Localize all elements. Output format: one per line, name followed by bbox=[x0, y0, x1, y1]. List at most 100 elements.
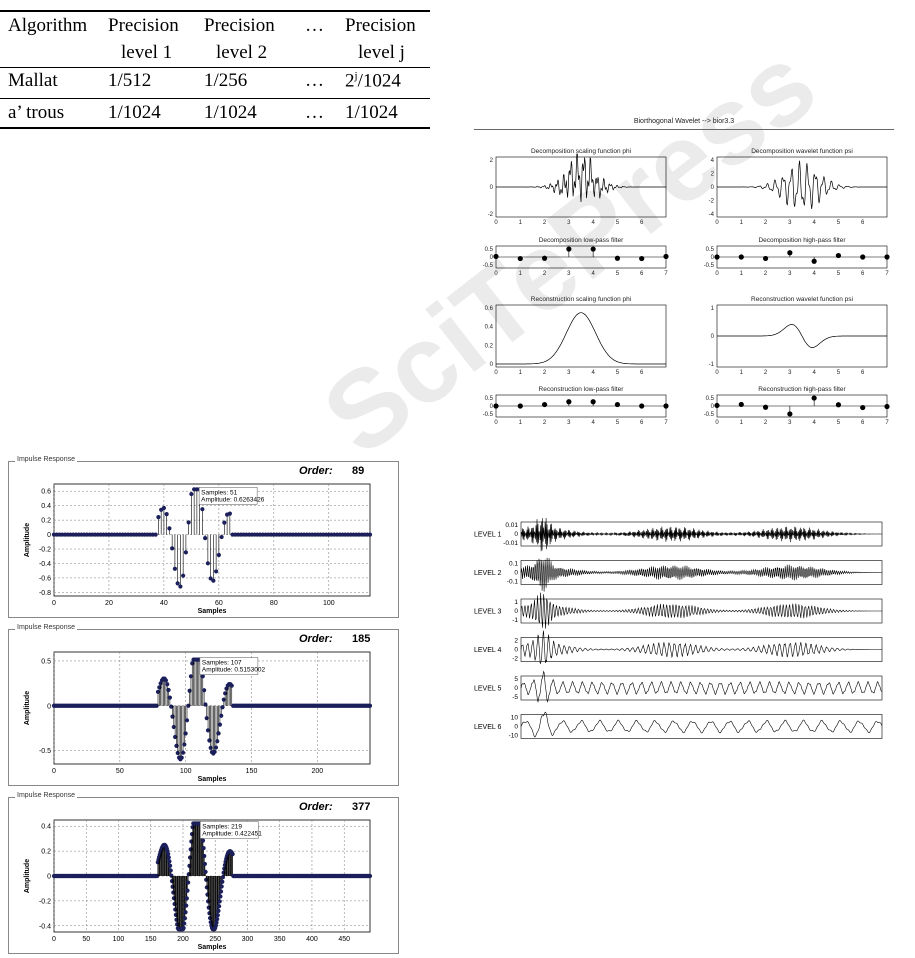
x-tick-label: 6 bbox=[861, 420, 865, 426]
y-tick-label: 0 bbox=[514, 531, 518, 538]
impulse-marker bbox=[215, 739, 220, 744]
x-tick-label: 0 bbox=[715, 420, 719, 426]
tooltip-amplitude: Amplitude: 0.5153002 bbox=[202, 667, 266, 674]
level-plot: LEVEL 310-1 bbox=[474, 592, 883, 629]
level-plot: LEVEL 550-5 bbox=[474, 670, 883, 703]
x-tick-label: 1 bbox=[740, 271, 744, 277]
stem-marker bbox=[811, 258, 817, 264]
impulse-marker bbox=[219, 713, 224, 718]
x-tick-label: 5 bbox=[837, 420, 841, 426]
y-tick-label: 2 bbox=[514, 638, 518, 645]
x-tick-label: 5 bbox=[837, 220, 841, 226]
y-axis-label: Amplitude bbox=[24, 691, 31, 725]
x-tick-label: 6 bbox=[640, 420, 644, 426]
y-tick-label: -4 bbox=[709, 212, 715, 218]
level-label: LEVEL 5 bbox=[474, 686, 501, 693]
panel-title: Impulse Response bbox=[15, 792, 77, 799]
stem-marker bbox=[738, 401, 744, 408]
level-plot: LEVEL 20.10-0.1 bbox=[474, 557, 883, 592]
impulse-marker bbox=[189, 491, 194, 497]
function-curve bbox=[717, 324, 887, 348]
impulse-marker bbox=[163, 678, 169, 683]
subplot-title: Reconstruction low-pass filter bbox=[539, 386, 625, 393]
x-tick-label: 400 bbox=[306, 936, 318, 943]
stem-marker bbox=[835, 402, 842, 408]
y-tick-label: -0.4 bbox=[39, 561, 51, 568]
impulse-marker bbox=[164, 511, 169, 517]
x-tick-label: 3 bbox=[567, 370, 571, 376]
y-tick-label: 0 bbox=[490, 362, 494, 368]
table-header-levelj: Precision bbox=[345, 15, 416, 36]
table-cell-level1: 1/1024 bbox=[108, 102, 161, 123]
impulse-marker bbox=[367, 532, 373, 537]
impulse-marker bbox=[216, 908, 221, 913]
subplot-title: Decomposition high-pass filter bbox=[758, 237, 846, 244]
wavelet-figure: Biorthogonal Wavelet --> bior3.3 Decompo… bbox=[474, 118, 894, 438]
impulse-marker bbox=[211, 578, 216, 583]
stem-marker bbox=[762, 255, 769, 262]
y-tick-label: 0 bbox=[47, 532, 51, 539]
x-tick-label: 200 bbox=[311, 768, 323, 775]
impulse-marker bbox=[172, 566, 178, 571]
x-axis-label: Samples bbox=[198, 776, 227, 783]
x-tick-label: 200 bbox=[177, 936, 189, 943]
impulse-marker bbox=[185, 888, 190, 893]
wavelet-subplot: Reconstruction scaling function phi0.60.… bbox=[485, 296, 667, 376]
impulse-marker bbox=[203, 536, 208, 541]
impulse-marker bbox=[214, 569, 219, 574]
impulse-marker bbox=[184, 896, 189, 901]
y-tick-label: 5 bbox=[514, 676, 518, 683]
panel-title: Impulse Response bbox=[15, 624, 77, 631]
impulse-marker bbox=[220, 874, 226, 880]
x-tick-label: 6 bbox=[640, 220, 644, 226]
x-tick-label: 7 bbox=[664, 271, 668, 277]
stem-marker bbox=[614, 401, 621, 408]
impulse-marker bbox=[201, 846, 206, 851]
impulse-marker bbox=[166, 687, 171, 693]
level-signal bbox=[520, 557, 882, 592]
y-tick-label: 0 bbox=[514, 647, 518, 654]
x-tick-label: 2 bbox=[543, 271, 547, 277]
impulse-marker bbox=[179, 755, 184, 760]
tooltip-amplitude: Amplitude: 0.422451 bbox=[202, 830, 262, 837]
y-tick-label: 4 bbox=[711, 158, 715, 164]
table-header-levelj-sub: level j bbox=[358, 42, 405, 63]
subplot-title: Reconstruction high-pass filter bbox=[758, 386, 846, 393]
impulse-marker bbox=[216, 904, 222, 909]
order-label: Order: bbox=[299, 801, 333, 813]
impulse-marker bbox=[200, 838, 206, 843]
y-tick-label: -1 bbox=[512, 617, 518, 624]
impulse-marker bbox=[184, 718, 190, 723]
y-tick-label: -0.01 bbox=[503, 540, 518, 547]
y-tick-label: 0.2 bbox=[41, 849, 51, 856]
stem-marker bbox=[517, 255, 523, 262]
x-tick-label: 50 bbox=[82, 936, 90, 943]
x-tick-label: 60 bbox=[215, 600, 223, 607]
y-tick-label: -2 bbox=[709, 199, 715, 205]
order-label: Order: bbox=[299, 633, 333, 645]
stem-marker bbox=[811, 395, 817, 401]
x-tick-label: 0 bbox=[494, 420, 498, 426]
impulse-marker bbox=[175, 581, 180, 586]
impulse-marker bbox=[156, 514, 161, 520]
x-tick-label: 100 bbox=[323, 600, 335, 607]
tooltip-samples: Samples: 219 bbox=[202, 823, 242, 830]
x-tick-label: 5 bbox=[616, 420, 620, 426]
stem-marker bbox=[762, 404, 769, 410]
impulse-marker bbox=[181, 573, 186, 578]
y-tick-label: -0.2 bbox=[39, 898, 51, 905]
y-tick-label: -0.1 bbox=[507, 579, 519, 586]
impulse-marker bbox=[367, 873, 373, 879]
x-tick-label: 3 bbox=[788, 220, 792, 226]
function-curve bbox=[496, 312, 666, 365]
level-label: LEVEL 3 bbox=[474, 609, 501, 616]
level-label: LEVEL 6 bbox=[474, 724, 501, 731]
y-tick-label: 0.2 bbox=[41, 518, 51, 525]
impulse-marker bbox=[165, 682, 170, 687]
order-label: Order: bbox=[299, 465, 333, 477]
